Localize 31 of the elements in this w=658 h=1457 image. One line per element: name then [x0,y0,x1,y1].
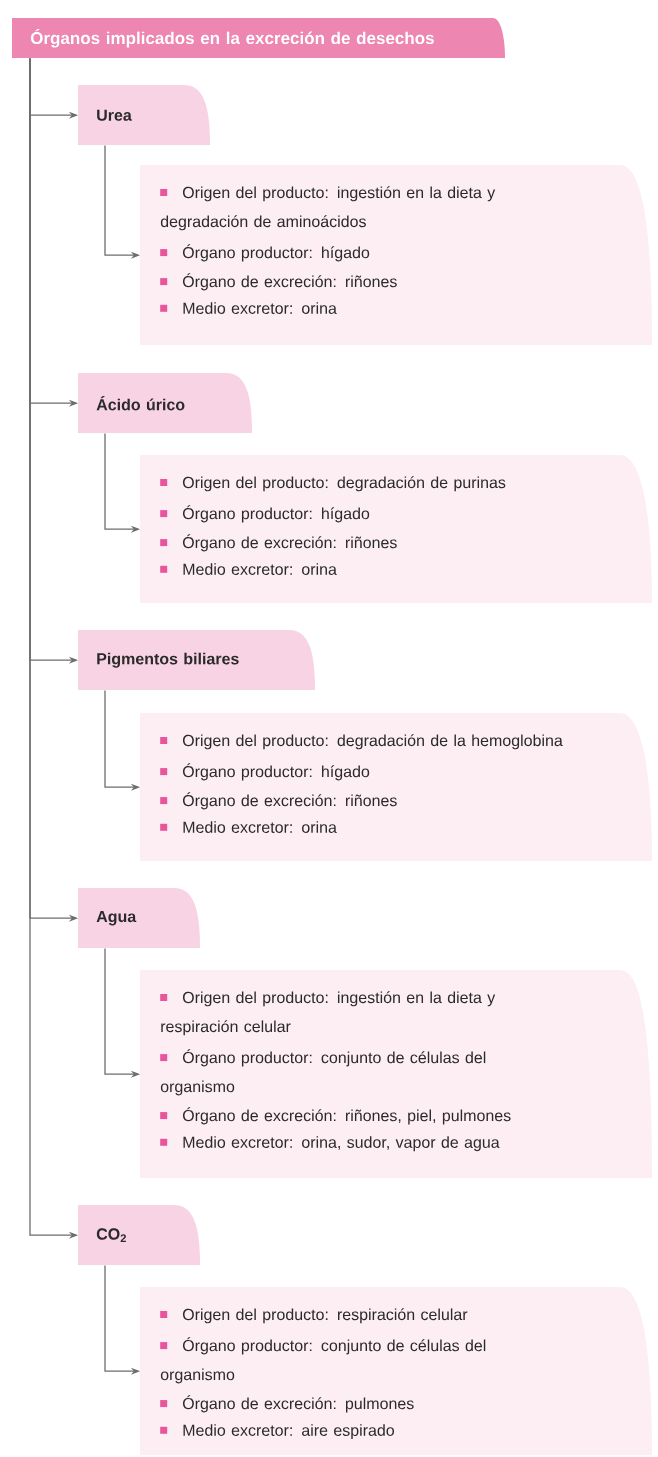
bullet-item: Origen del producto: degradación de purinas [160,476,506,492]
heading-tab: Agua [78,888,200,948]
bullet-item: Medio excretor: orina [160,302,337,314]
bullet-item: Medio excretor: orina [160,563,337,575]
bullet-item: Órgano de excreción: riñones [160,273,397,291]
bullet-item: Órgano productor: hígado [160,505,370,523]
heading-tab: CO$_{2}$ [78,1205,200,1265]
title-band: Órganos implicados en la excreción de desechos [12,18,505,58]
bullet-item: Órgano de excreción: pulmones [160,1395,414,1413]
info-box [140,1287,652,1455]
bullet-item: Órgano productor: hígado [160,763,370,781]
info-box [140,455,652,603]
bullet-item: Medio excretor: aire espirado [160,1424,394,1440]
heading-tab: Urea [78,85,210,145]
bullet-item: Órgano de excreción: riñones [160,792,397,810]
bullet-item: Órgano productor: conjunto de células del organismo [160,1049,486,1096]
bullet-item: Órgano de excreción: riñones [160,534,397,552]
info-box [140,165,652,345]
bullet-item: Medio excretor: orina, sudor, vapor de agua [160,1136,500,1152]
bullet-item: Origen del producto: respiración celular [160,1308,468,1324]
bullet-item: Órgano productor: hígado [160,244,370,262]
heading-tab: Ácido úrico [78,373,252,433]
bullet-item: Origen del producto: degradación de la hemoglobina [160,734,563,750]
info-box [140,713,652,861]
bullet-item: Órgano productor: conjunto de células del organismo [160,1337,486,1384]
info-box [140,970,652,1178]
bullet-item: Origen del producto: ingestión en la dieta y respiración celular [160,991,496,1036]
bullet-item: Órgano de excreción: riñones, piel, pulmones [160,1107,511,1125]
bullet-item: Medio excretor: orina [160,821,337,833]
heading-tab: Pigmentos biliares [78,630,315,690]
bullet-item: Origen del producto: ingestión en la dieta y degradación de aminoácidos [160,186,496,231]
